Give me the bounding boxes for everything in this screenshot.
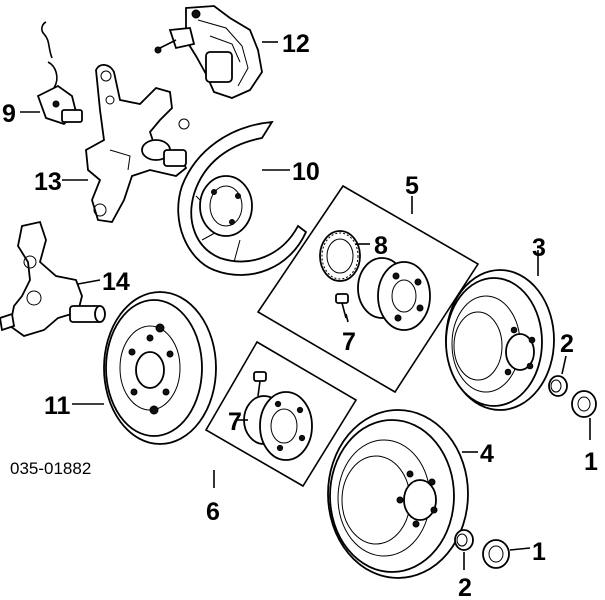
part-code-label: 035-01882 xyxy=(10,459,91,478)
callout-4: 4 xyxy=(480,440,494,468)
callout-11: 11 xyxy=(44,392,71,420)
abs-sensor-part xyxy=(36,21,83,126)
callout-14: 14 xyxy=(102,268,130,296)
hub-cap-nut-lower xyxy=(454,529,510,569)
brake-drum-lower xyxy=(327,409,469,579)
callout-7-lower: 7 xyxy=(228,408,242,436)
callout-1-upper: 1 xyxy=(584,448,598,476)
callout-labels: 12 9 13 10 5 8 7 14 3 2 1 11 4 7 6 1 2 xyxy=(2,30,598,600)
bolt-part xyxy=(335,293,349,319)
bolt-part xyxy=(253,371,267,397)
hub-bearing-part xyxy=(243,391,313,461)
callout-2-lower: 2 xyxy=(458,574,472,600)
callout-8: 8 xyxy=(374,232,388,260)
callout-12: 12 xyxy=(282,30,310,58)
callout-2-upper: 2 xyxy=(560,330,574,358)
callout-6: 6 xyxy=(206,498,220,526)
hub-cap-nut-upper xyxy=(548,375,597,418)
steering-knuckle-upper xyxy=(85,64,190,223)
hub-assembly-box-5 xyxy=(256,184,480,394)
hub-bearing-part xyxy=(357,257,431,331)
callout-10: 10 xyxy=(292,158,320,186)
callout-1-lower: 1 xyxy=(532,538,546,566)
leader-lines xyxy=(20,41,591,570)
callout-5: 5 xyxy=(405,172,419,200)
caliper-part xyxy=(154,5,263,99)
brake-disc-left xyxy=(103,291,217,445)
dust-shield-part xyxy=(177,120,308,276)
callout-13: 13 xyxy=(34,168,62,196)
brake-drum-upper xyxy=(445,269,555,411)
knuckle-lower xyxy=(0,220,106,337)
callout-9: 9 xyxy=(2,100,16,128)
callout-7-upper: 7 xyxy=(342,328,356,356)
tone-ring-part xyxy=(319,230,361,282)
callout-3: 3 xyxy=(532,234,546,262)
